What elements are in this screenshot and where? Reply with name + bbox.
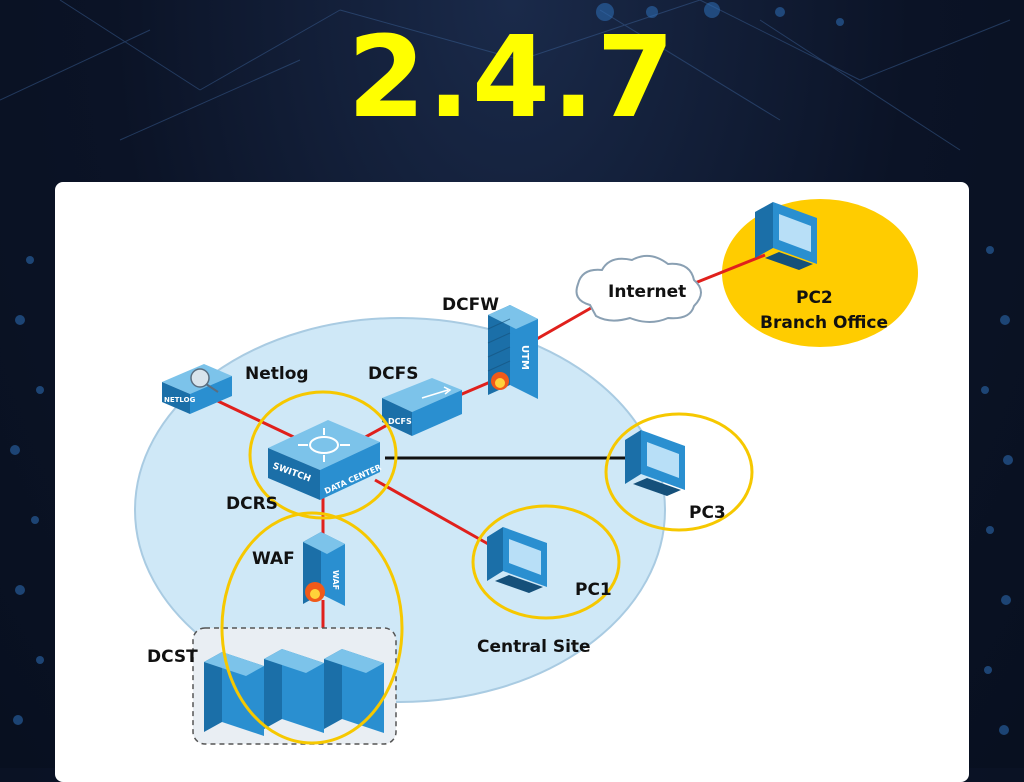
pc2-label: PC2: [796, 288, 833, 308]
dcfw-label: DCFW: [442, 295, 499, 315]
link-netlog-dcrs: [204, 393, 301, 442]
pc1-computer-icon: [487, 527, 547, 593]
slide-title: 2.4.7: [347, 13, 677, 143]
highlight-pc3: [604, 412, 754, 532]
dcfw-firewall-icon: UTM: [487, 305, 538, 399]
waf-device-icon: WAF: [303, 532, 345, 606]
link-internet-pc2: [689, 253, 766, 287]
netlog-label: Netlog: [245, 364, 309, 384]
dcfs-badge: DCFS: [388, 417, 412, 426]
internet-cloud-icon: [575, 254, 702, 323]
highlight-dcrs: [248, 390, 398, 520]
netlog-badge: NETLOG: [164, 396, 196, 404]
waf-label: WAF: [252, 549, 295, 569]
dcrs-label: DCRS: [226, 494, 278, 514]
highlight-waf-dcst: [220, 511, 404, 745]
dcst-server-icon: [324, 649, 384, 733]
highlight-pc1: [471, 504, 621, 620]
pc3-computer-icon: [625, 430, 685, 496]
pc2-computer-icon: [755, 202, 817, 270]
dcst-server-icon: [264, 649, 324, 733]
dcst-server-icon: [204, 652, 264, 736]
dcfs-label: DCFS: [368, 364, 419, 384]
link-dcrs-pc1: [374, 478, 491, 547]
dcfs-device-icon: DCFS: [382, 378, 462, 436]
waf-badge: WAF: [331, 570, 340, 590]
pc1-label: PC1: [575, 580, 612, 600]
internet-label: Internet: [608, 282, 687, 302]
pc3-label: PC3: [689, 503, 726, 523]
central-site-label: Central Site: [477, 637, 591, 657]
branch-office-label: Branch Office: [760, 313, 889, 333]
netlog-device-icon: NETLOG: [162, 364, 232, 414]
dcst-label: DCST: [147, 647, 198, 667]
utm-badge: UTM: [519, 345, 530, 370]
